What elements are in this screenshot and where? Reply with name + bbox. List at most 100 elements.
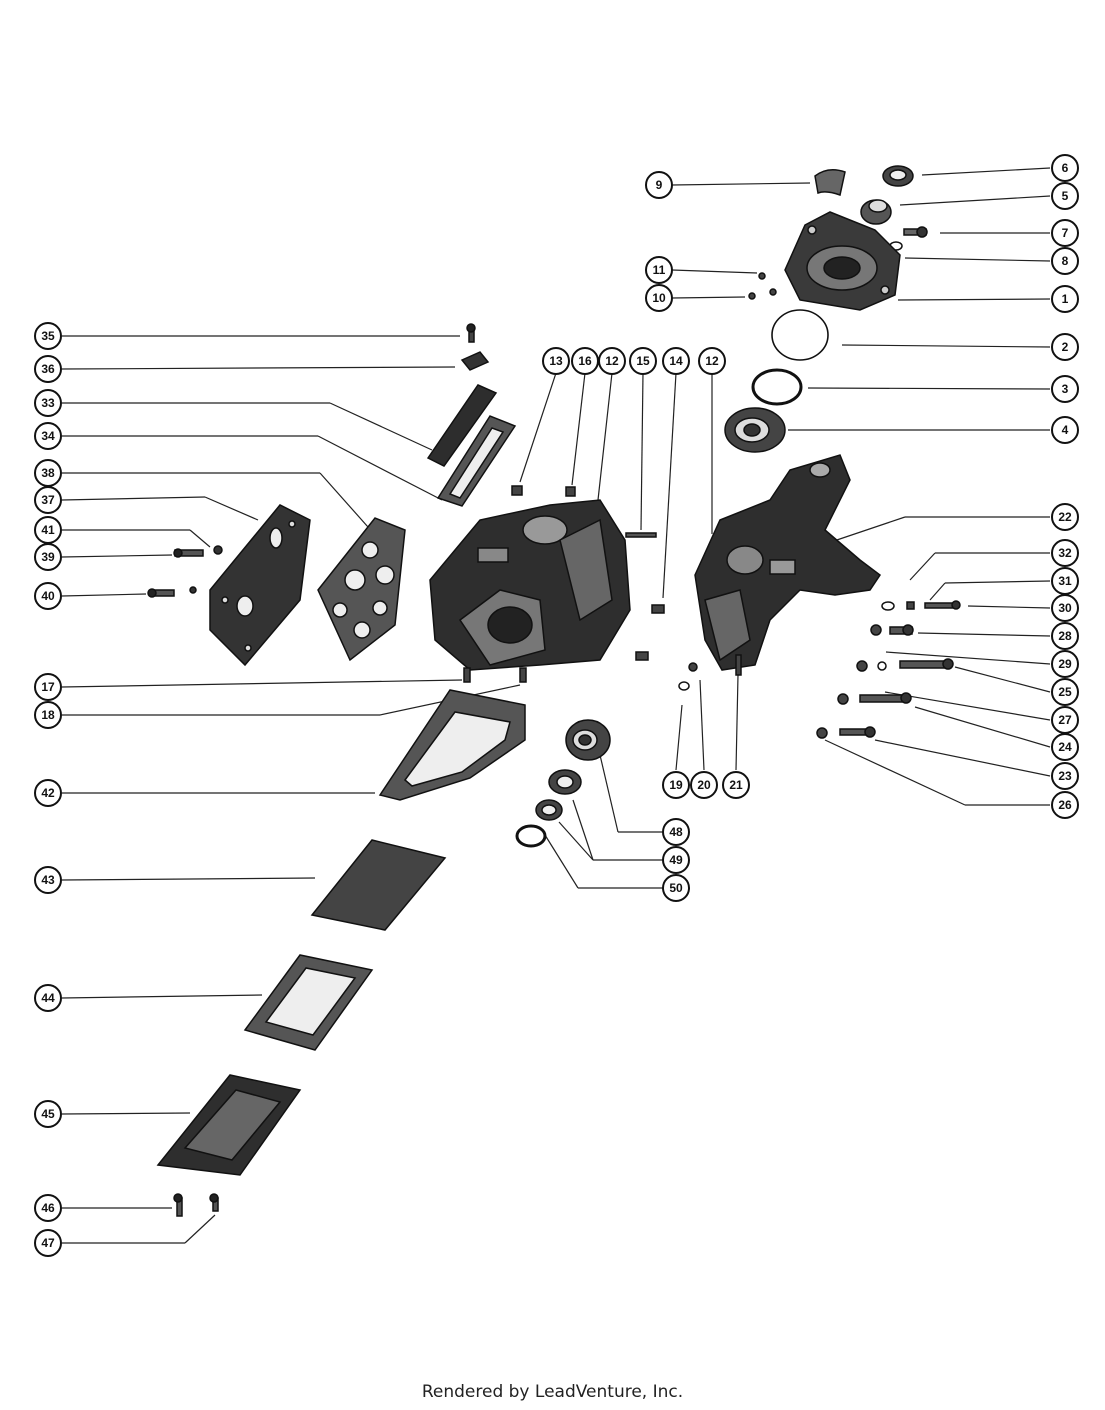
part-12-crankcase-left — [429, 499, 631, 671]
part-13-plug — [511, 485, 523, 496]
callout-36: 36 — [34, 355, 62, 383]
svg-text:7: 7 — [1062, 226, 1069, 240]
callout-37: 37 — [34, 486, 62, 514]
svg-text:2: 2 — [1062, 340, 1069, 354]
callout-34: 34 — [34, 422, 62, 450]
callout-16: 16 — [571, 347, 599, 375]
part-7-screw — [903, 226, 928, 238]
part-31-nut — [906, 601, 915, 610]
part-26-nut — [816, 727, 828, 739]
svg-text:14: 14 — [669, 354, 683, 368]
part-9-cap-segment — [814, 169, 846, 196]
svg-text:15: 15 — [636, 354, 650, 368]
part-24-bolt — [859, 692, 912, 704]
part-34-gasket — [436, 415, 517, 507]
callout-41: 41 — [34, 516, 62, 544]
callout-18: 18 — [34, 701, 62, 729]
callout-40: 40 — [34, 582, 62, 610]
svg-text:27: 27 — [1058, 713, 1072, 727]
part-32-washer — [881, 601, 895, 611]
svg-text:19: 19 — [669, 778, 683, 792]
part-22-crankcase-right — [694, 454, 882, 671]
callout-48: 48 — [662, 818, 690, 846]
part-36-clip — [460, 351, 490, 371]
callout-46: 46 — [34, 1194, 62, 1222]
part-16-plug — [565, 486, 576, 497]
callout-12b: 12 — [698, 347, 726, 375]
callout-2: 2 — [1051, 333, 1079, 361]
callout-43: 43 — [34, 866, 62, 894]
callout-3: 3 — [1051, 375, 1079, 403]
part-39-screw — [173, 548, 204, 558]
part-15-pin — [625, 532, 657, 538]
svg-text:50: 50 — [669, 881, 683, 895]
part-49-seal-b — [535, 799, 563, 821]
parts — [147, 165, 961, 1217]
part-4-bearing — [724, 407, 786, 453]
callout-24: 24 — [1051, 733, 1079, 761]
part-40-screw — [147, 586, 197, 598]
part-38-gasket — [317, 517, 406, 662]
callout-22: 22 — [1051, 503, 1079, 531]
svg-text:38: 38 — [41, 466, 55, 480]
callout-44: 44 — [34, 984, 62, 1012]
callout-12a: 12 — [598, 347, 626, 375]
part-35-screw — [466, 323, 476, 343]
svg-text:42: 42 — [41, 786, 55, 800]
svg-text:29: 29 — [1058, 657, 1072, 671]
part-19-washer — [678, 681, 690, 691]
svg-text:22: 22 — [1058, 510, 1072, 524]
svg-text:10: 10 — [652, 291, 666, 305]
svg-text:28: 28 — [1058, 629, 1072, 643]
callout-25: 25 — [1051, 678, 1079, 706]
svg-text:1: 1 — [1062, 292, 1069, 306]
part-5-bearing — [860, 199, 892, 225]
callout-13: 13 — [542, 347, 570, 375]
part-42-gasket — [378, 689, 526, 801]
part-27-bolt — [899, 658, 954, 670]
callout-30: 30 — [1051, 594, 1079, 622]
svg-text:43: 43 — [41, 873, 55, 887]
part-1-bearing-housing — [784, 211, 901, 311]
part-48-bearing — [565, 719, 611, 761]
callout-35: 35 — [34, 322, 62, 350]
callout-5: 5 — [1051, 182, 1079, 210]
part-11-screw — [758, 272, 766, 280]
svg-text:48: 48 — [669, 825, 683, 839]
svg-text:5: 5 — [1062, 189, 1069, 203]
callout-27: 27 — [1051, 706, 1079, 734]
part-25-nut — [856, 660, 868, 672]
callout-39: 39 — [34, 543, 62, 571]
svg-text:47: 47 — [41, 1236, 55, 1250]
part-30-screw — [924, 600, 961, 610]
svg-text:40: 40 — [41, 589, 55, 603]
svg-text:49: 49 — [669, 853, 683, 867]
svg-text:46: 46 — [41, 1201, 55, 1215]
svg-text:25: 25 — [1058, 685, 1072, 699]
svg-text:12: 12 — [605, 354, 619, 368]
svg-text:16: 16 — [578, 354, 592, 368]
svg-text:9: 9 — [656, 178, 663, 192]
callout-21: 21 — [722, 771, 750, 799]
svg-text:32: 32 — [1058, 546, 1072, 560]
part-24-nut — [837, 693, 849, 705]
svg-text:18: 18 — [41, 708, 55, 722]
callout-7: 7 — [1051, 219, 1079, 247]
callouts: 1 2 3 4 5 6 7 8 9 10 11 12 12 13 14 15 1… — [34, 154, 1079, 1257]
callout-50: 50 — [662, 874, 690, 902]
callout-19: 19 — [662, 771, 690, 799]
svg-text:45: 45 — [41, 1107, 55, 1121]
part-49-seal — [548, 769, 582, 795]
callout-11: 11 — [645, 256, 673, 284]
part-33-reed-block — [426, 384, 498, 467]
callout-47: 47 — [34, 1229, 62, 1257]
svg-text:37: 37 — [41, 493, 55, 507]
part-43-plate — [310, 839, 447, 931]
callout-38: 38 — [34, 459, 62, 487]
svg-text:11: 11 — [653, 263, 666, 277]
part-21-stud — [735, 654, 742, 676]
svg-text:34: 34 — [41, 429, 55, 443]
part-18-stud — [519, 667, 527, 683]
svg-text:35: 35 — [41, 329, 55, 343]
